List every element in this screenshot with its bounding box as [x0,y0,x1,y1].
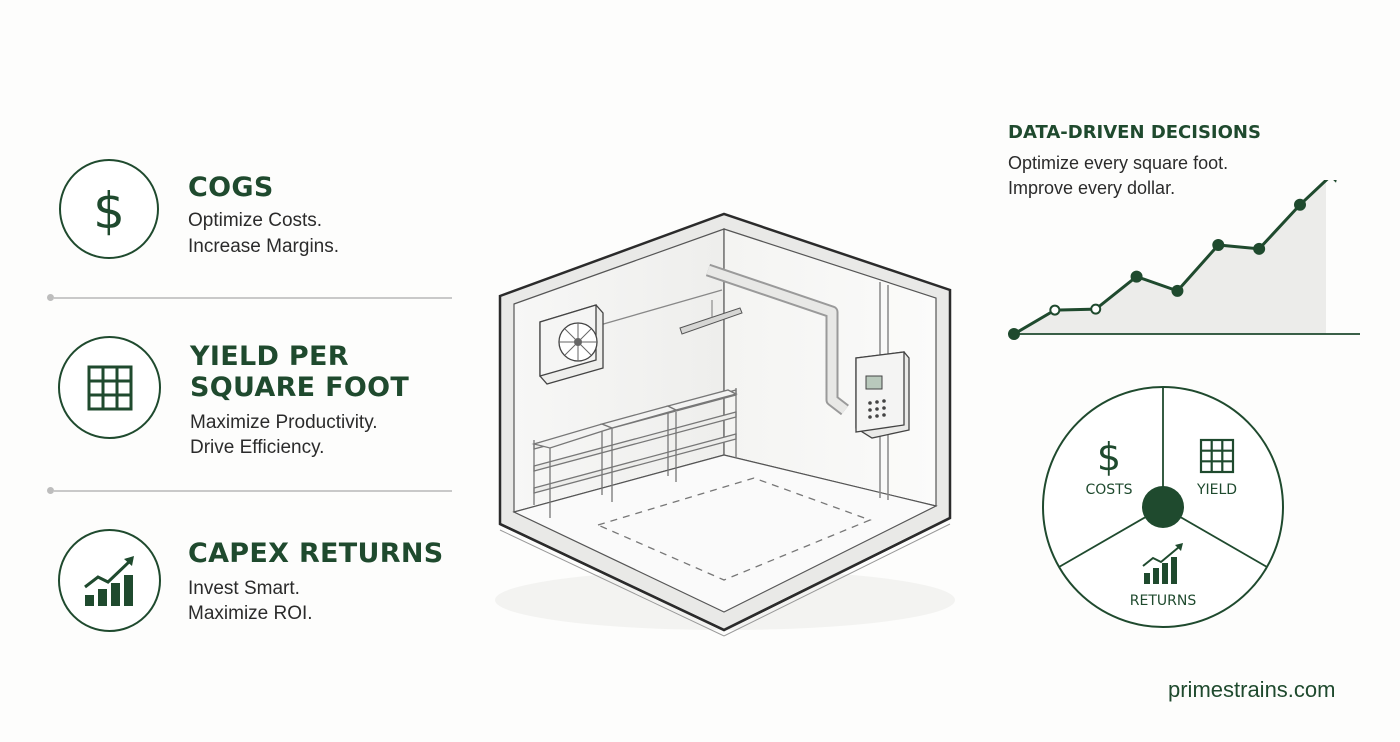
growth-chart-icon [1142,543,1183,584]
divider [54,490,452,492]
divider-dot [47,487,54,494]
floor [512,454,938,613]
yield-icon-circle [58,336,161,439]
light-fixture [679,307,743,335]
capex-line-2: Maximize ROI. [188,603,313,624]
cogs-line-1: Optimize Costs. [188,210,323,231]
chart-trend-arrow [1333,180,1337,183]
ac-unit [539,304,604,385]
cogs-title: COGS [188,172,274,203]
chart-point [1049,304,1061,316]
yield-title-line-1: YIELD PER [190,341,349,372]
grow-room-illustration [495,212,955,637]
data-driven-line-1: Optimize every square foot. [1008,153,1229,173]
data-driven-line-2: Improve every dollar. [1008,178,1176,198]
chart-point [1171,284,1184,297]
yield-line-2: Drive Efficiency. [190,437,325,458]
grid-icon [1199,438,1235,474]
chart-point [1090,303,1102,315]
pie-label-costs: COSTS [1085,482,1132,498]
pie-diagram: $ COSTS YIELD RETURNS [1042,386,1284,628]
trend-chart [1008,180,1360,340]
capex-title: CAPEX RETURNS [188,538,444,569]
chart-area [1014,180,1326,334]
dashed-floor-area [596,477,872,581]
yield-line-1: Maximize Productivity. [190,412,378,433]
chart-point [1008,328,1020,340]
shelving-racks [531,388,738,518]
chart-point [1212,238,1225,251]
yield-title-line-2: SQUARE FOOT [190,372,410,403]
data-driven-title: DATA-DRIVEN DECISIONS [1008,122,1261,143]
chart-point [1253,242,1266,255]
pie-label-yield: YIELD [1196,482,1237,498]
control-panel [855,351,910,439]
footer-url[interactable]: primestrains.com [1168,677,1336,702]
divider [54,297,452,299]
chart-point [1294,198,1306,211]
svg-text:$: $ [93,182,125,239]
dollar-icon: $ [1097,435,1121,479]
chart-point [1130,270,1143,283]
capex-icon-circle [58,529,161,632]
growth-chart-icon [83,555,134,606]
cogs-line-2: Increase Margins. [188,236,340,257]
pie-center-dot [1142,486,1184,528]
pie-label-returns: RETURNS [1130,593,1197,609]
dollar-icon: $ [93,182,125,239]
grid-icon [87,365,132,410]
divider-dot [47,294,54,301]
capex-line-1: Invest Smart. [188,578,300,599]
cogs-icon-circle: $ [59,159,159,259]
